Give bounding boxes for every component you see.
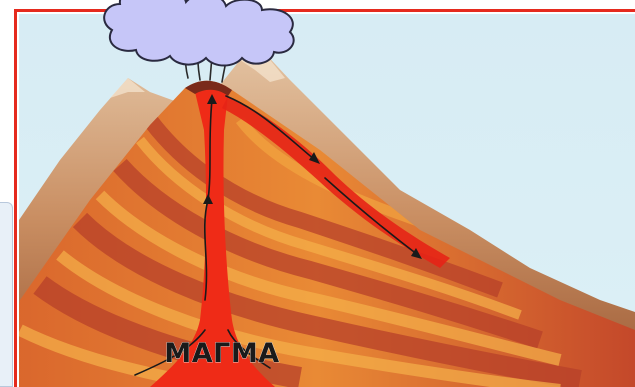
magma-label: МАГМА (164, 338, 279, 369)
